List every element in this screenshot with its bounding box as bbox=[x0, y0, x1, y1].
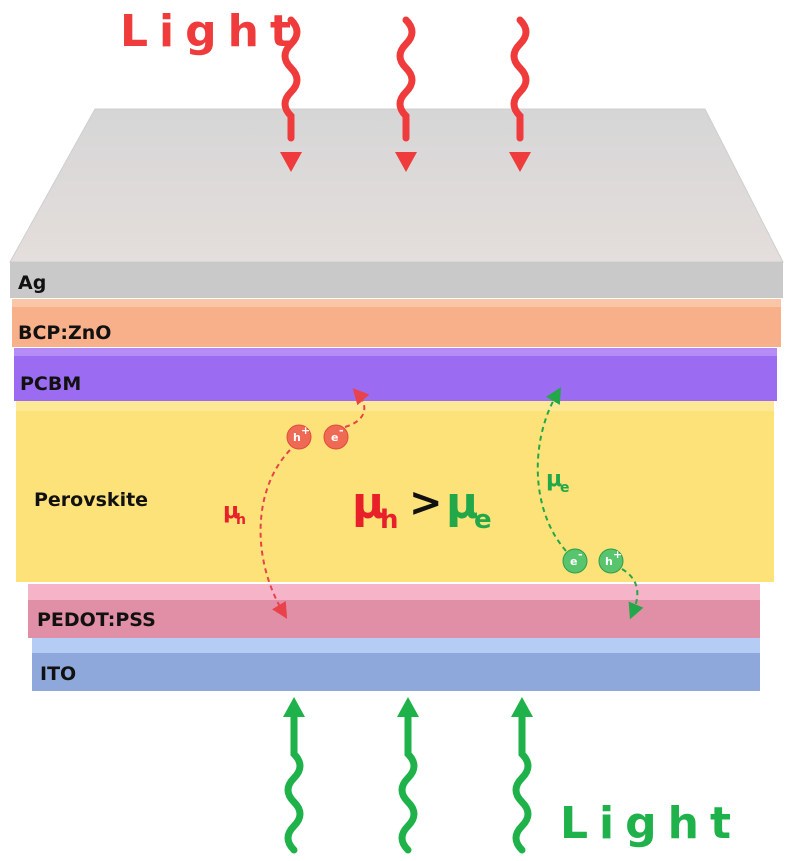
mu-e-large: μ bbox=[446, 478, 478, 529]
light-wave-arrow-top-3 bbox=[510, 16, 530, 142]
svg-text:h: h bbox=[236, 512, 246, 528]
mu-e-label-small: μ e bbox=[546, 467, 570, 496]
carrier-pair-left: h + e - bbox=[286, 424, 349, 450]
light-wave-arrow-bottom-1 bbox=[284, 710, 304, 854]
mu-h-large: μ bbox=[352, 478, 384, 529]
svg-text:h: h bbox=[605, 555, 613, 568]
label-bcp-zno: BCP:ZnO bbox=[18, 322, 111, 344]
svg-text:h: h bbox=[293, 431, 301, 444]
layer-pcbm bbox=[14, 354, 777, 401]
layer-perovskite-top bbox=[16, 401, 774, 411]
hole-transport-arrow-right bbox=[621, 568, 644, 620]
label-pedot-pss: PEDOT:PSS bbox=[37, 609, 156, 631]
label-perovskite: Perovskite bbox=[34, 489, 148, 511]
light-wave-arrow-top-1 bbox=[281, 16, 301, 142]
light-wave-arrow-bottom-2 bbox=[398, 710, 418, 854]
mu-h-large-sub: h bbox=[380, 505, 399, 535]
svg-text:-: - bbox=[339, 424, 344, 437]
ag-top-face bbox=[9, 108, 784, 263]
svg-text:+: + bbox=[613, 548, 622, 561]
light-arrows-top bbox=[281, 16, 530, 142]
light-arrowheads-top bbox=[280, 152, 531, 172]
svg-text:μ: μ bbox=[223, 499, 239, 524]
light-label-top: Light bbox=[120, 6, 302, 57]
light-wave-arrow-bottom-3 bbox=[512, 710, 532, 854]
greater-than-sign: > bbox=[409, 480, 443, 526]
layer-pcbm-top bbox=[14, 348, 777, 356]
layer-perovskite bbox=[16, 410, 774, 582]
layer-ito bbox=[32, 652, 760, 691]
electron-transport-arrow-right bbox=[536, 387, 567, 552]
electron-carrier-left bbox=[323, 424, 349, 450]
layer-bcp-zno-top bbox=[12, 299, 781, 307]
mobility-relation: μ h > μ e bbox=[352, 478, 492, 535]
layer-ag bbox=[10, 262, 783, 298]
light-label-bottom: Light bbox=[560, 798, 742, 849]
electron-carrier-right bbox=[562, 548, 588, 574]
svg-text:e: e bbox=[570, 555, 577, 568]
hole-transport-arrow bbox=[259, 449, 291, 619]
light-arrowheads-bottom bbox=[283, 697, 533, 717]
layer-ito-top bbox=[32, 638, 760, 653]
carrier-pair-right: e - h + bbox=[562, 548, 624, 574]
svg-text:μ: μ bbox=[546, 467, 562, 492]
layer-pedot-top bbox=[28, 584, 760, 600]
hole-carrier-left bbox=[286, 424, 312, 450]
light-wave-arrow-top-2 bbox=[396, 16, 416, 142]
mu-e-large-sub: e bbox=[474, 505, 492, 535]
mu-h-label-small: μ h bbox=[223, 499, 246, 528]
svg-text:-: - bbox=[578, 548, 583, 561]
svg-text:e: e bbox=[560, 480, 570, 496]
layer-bcp-zno bbox=[12, 305, 781, 347]
hole-carrier-right bbox=[598, 548, 624, 574]
svg-text:+: + bbox=[301, 424, 310, 437]
light-arrows-bottom bbox=[284, 710, 532, 854]
svg-text:e: e bbox=[331, 431, 338, 444]
label-ito: ITO bbox=[40, 663, 76, 685]
label-ag: Ag bbox=[18, 272, 46, 294]
label-pcbm: PCBM bbox=[20, 373, 81, 395]
